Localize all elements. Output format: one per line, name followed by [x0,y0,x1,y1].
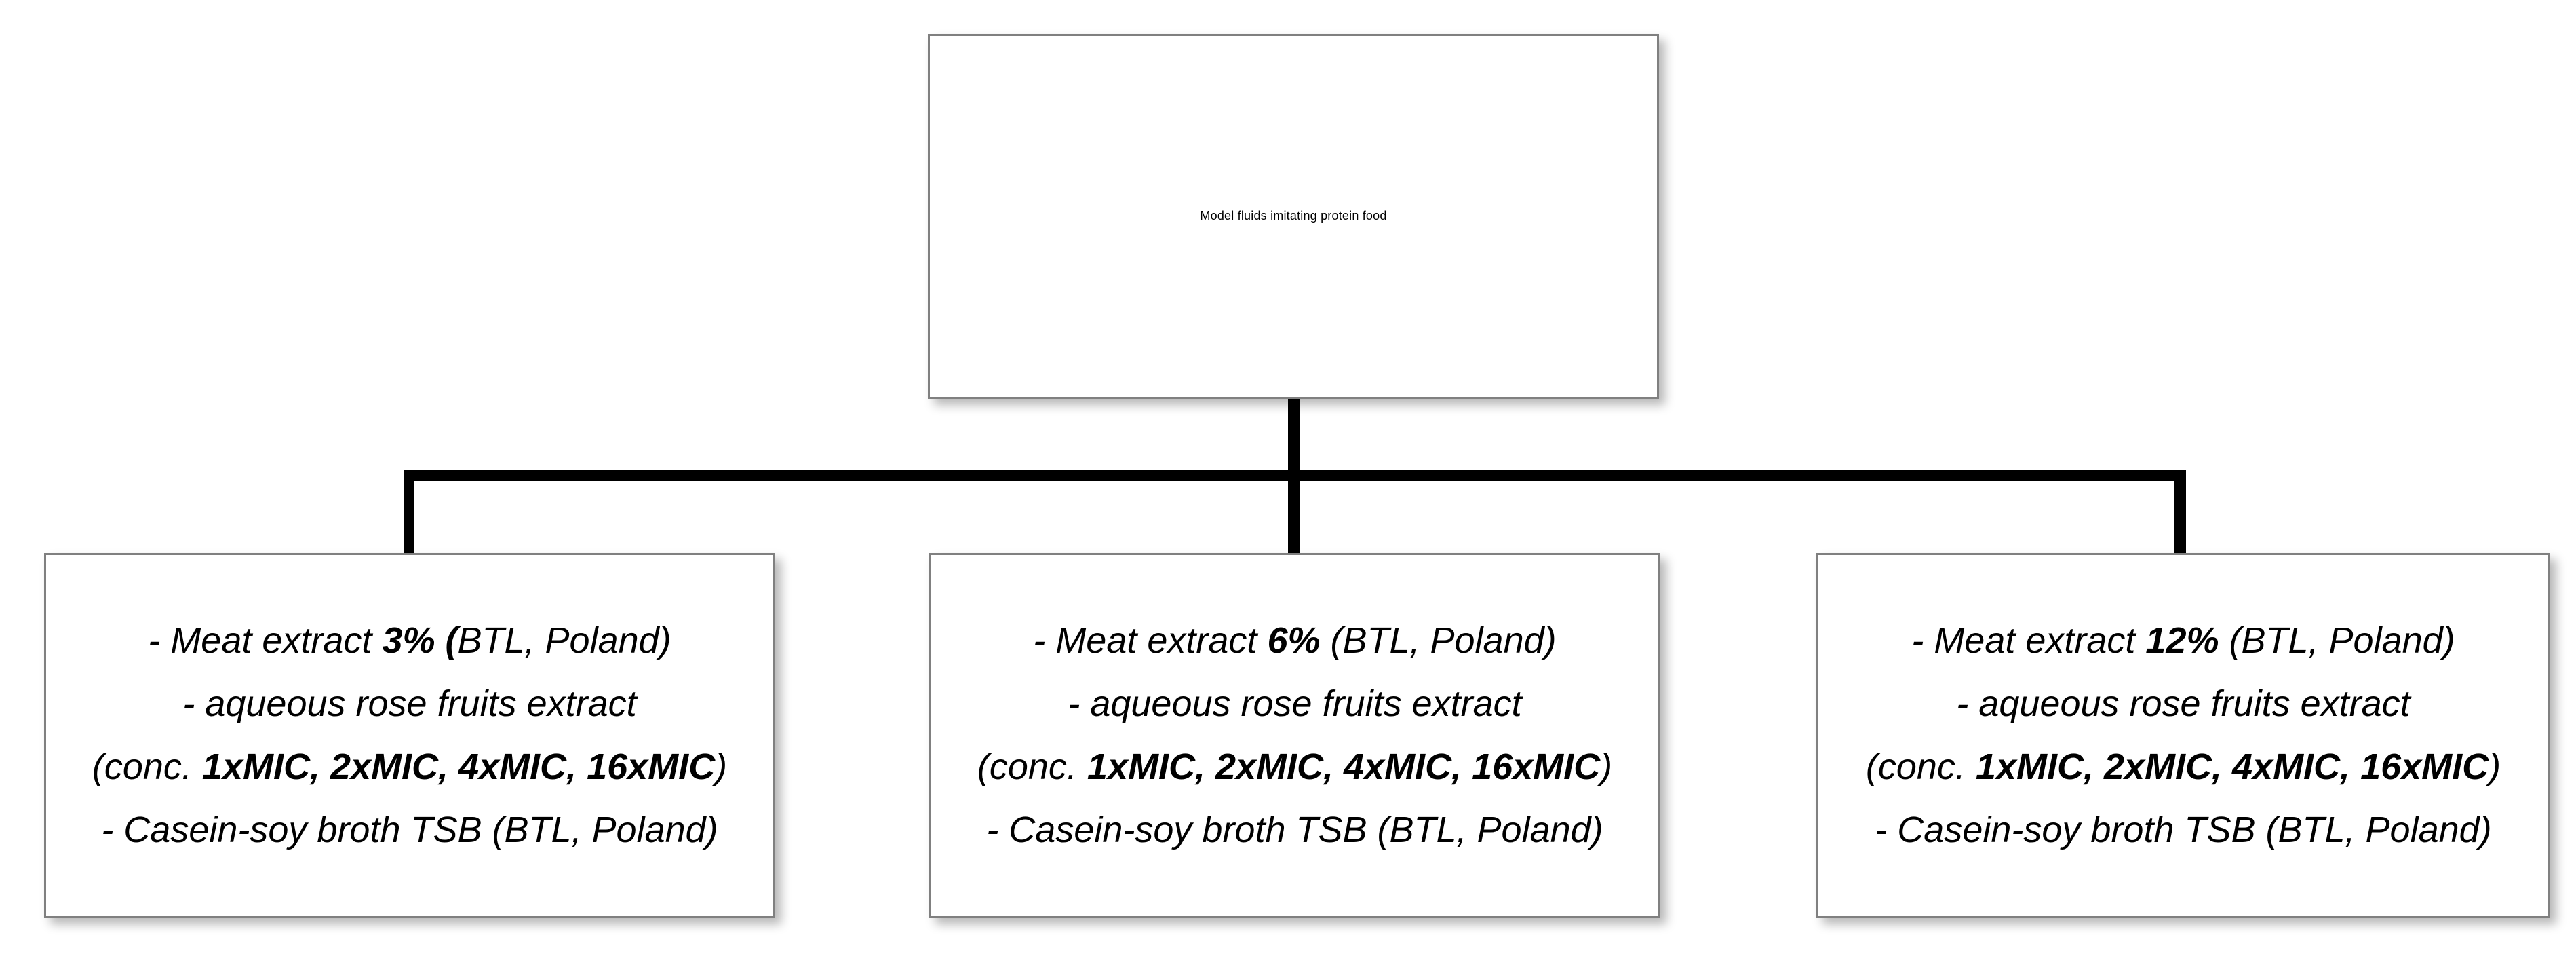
child-node-0-line-0: - Meat extract 3% (BTL, Poland) [148,620,671,662]
child-node-meat-extract-6[interactable]: - Meat extract 6% (BTL, Poland) - aqueou… [929,553,1660,918]
connector-right-drop [2174,470,2186,554]
child-node-1-line-2: (conc. 1xMIC, 2xMIC, 4xMIC, 16xMIC) [977,746,1613,787]
connector-center-stem [1288,397,1300,554]
child-node-2-line-2: (conc. 1xMIC, 2xMIC, 4xMIC, 16xMIC) [1865,746,2501,787]
child-node-2-line-1: - aqueous rose fruits extract [1956,683,2411,725]
root-node[interactable]: Model fluids imitating protein food [928,34,1659,399]
child-node-0-text: - Meat extract 3% (BTL, Poland) - aqueou… [46,609,773,862]
child-node-2-text: - Meat extract 12% (BTL, Poland) - aqueo… [1818,609,2548,862]
child-node-0-line-2: (conc. 1xMIC, 2xMIC, 4xMIC, 16xMIC) [92,746,728,787]
child-node-0-line-3: - Casein-soy broth TSB (BTL, Poland) [101,809,718,850]
child-node-1-line-1: - aqueous rose fruits extract [1068,683,1522,725]
connector-left-drop [404,470,414,554]
child-node-1-line-3: - Casein-soy broth TSB (BTL, Poland) [986,809,1603,850]
child-node-1-text: - Meat extract 6% (BTL, Poland) - aqueou… [931,609,1658,862]
child-node-meat-extract-12[interactable]: - Meat extract 12% (BTL, Poland) - aqueo… [1816,553,2550,918]
child-node-2-line-0: - Meat extract 12% (BTL, Poland) [1911,620,2455,662]
root-node-label: Model fluids imitating protein food [1200,209,1387,223]
child-node-0-line-1: - aqueous rose fruits extract [182,683,637,725]
child-node-1-line-0: - Meat extract 6% (BTL, Poland) [1033,620,1557,662]
child-node-meat-extract-3[interactable]: - Meat extract 3% (BTL, Poland) - aqueou… [44,553,775,918]
child-node-2-line-3: - Casein-soy broth TSB (BTL, Poland) [1875,809,2492,850]
